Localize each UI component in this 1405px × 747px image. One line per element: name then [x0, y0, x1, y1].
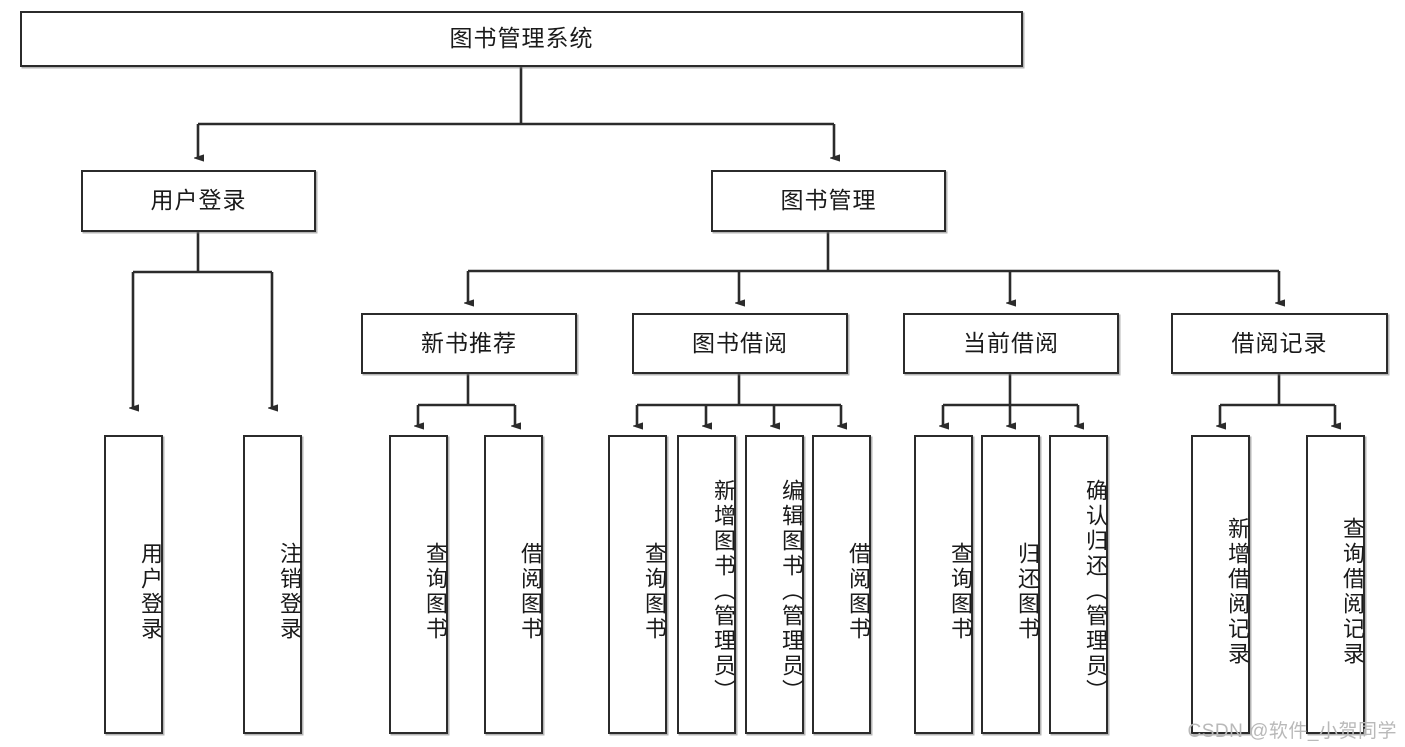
leaf-return-book-label: 归还图书 — [1015, 541, 1040, 642]
leaf-edit-book-admin[interactable]: 编辑图书（管理员） — [745, 435, 804, 734]
node-current-borrow[interactable]: 当前借阅 — [903, 313, 1119, 374]
leaf-user-login[interactable]: 用户登录 — [104, 435, 163, 734]
node-user-login[interactable]: 用户登录 — [81, 170, 316, 232]
leaf-borrow-book-1-label: 借阅图书 — [518, 541, 543, 642]
leaf-add-book-admin-label: 新增图书（管理员） — [711, 479, 736, 704]
leaf-return-book[interactable]: 归还图书 — [981, 435, 1040, 734]
leaf-query-book-2-label: 查询图书 — [642, 541, 667, 642]
leaf-confirm-return-admin[interactable]: 确认归还（管理员） — [1049, 435, 1108, 734]
leaf-query-book-3[interactable]: 查询图书 — [914, 435, 973, 734]
node-book-borrow[interactable]: 图书借阅 — [632, 313, 848, 374]
edge-group-current-borrow — [943, 374, 1078, 426]
leaf-add-book-admin[interactable]: 新增图书（管理员） — [677, 435, 736, 734]
leaf-query-book-1-label: 查询图书 — [423, 541, 448, 642]
leaf-add-borrow-record-label: 新增借阅记录 — [1225, 516, 1250, 667]
edge-group-book-borrow — [637, 374, 841, 426]
leaf-edit-book-admin-label: 编辑图书（管理员） — [779, 479, 804, 704]
node-book-manage[interactable]: 图书管理 — [711, 170, 946, 232]
edge-group-root — [198, 67, 834, 158]
edge-group-book-manage — [468, 232, 1279, 303]
leaf-logout-login-label: 注销登录 — [277, 541, 302, 642]
edge-group-borrow-record — [1220, 374, 1335, 426]
leaf-query-book-1[interactable]: 查询图书 — [389, 435, 448, 734]
leaf-query-book-3-label: 查询图书 — [948, 541, 973, 642]
leaf-confirm-return-admin-label: 确认归还（管理员） — [1083, 479, 1108, 704]
edge-group-user-login — [133, 232, 272, 408]
leaf-query-book-2[interactable]: 查询图书 — [608, 435, 667, 734]
leaf-borrow-book-2-label: 借阅图书 — [846, 541, 871, 642]
leaf-query-borrow-record[interactable]: 查询借阅记录 — [1306, 435, 1365, 734]
node-new-book-recommend[interactable]: 新书推荐 — [361, 313, 577, 374]
leaf-user-login-label: 用户登录 — [138, 541, 163, 642]
leaf-query-borrow-record-label: 查询借阅记录 — [1340, 516, 1365, 667]
leaf-logout-login[interactable]: 注销登录 — [243, 435, 302, 734]
edge-group-new-book-recommend — [418, 374, 515, 426]
leaf-borrow-book-1[interactable]: 借阅图书 — [484, 435, 543, 734]
node-borrow-record[interactable]: 借阅记录 — [1171, 313, 1388, 374]
leaf-borrow-book-2[interactable]: 借阅图书 — [812, 435, 871, 734]
csdn-watermark: CSDN @软件_小贺同学 — [1187, 721, 1397, 742]
node-root-system[interactable]: 图书管理系统 — [20, 11, 1023, 67]
leaf-add-borrow-record[interactable]: 新增借阅记录 — [1191, 435, 1250, 734]
